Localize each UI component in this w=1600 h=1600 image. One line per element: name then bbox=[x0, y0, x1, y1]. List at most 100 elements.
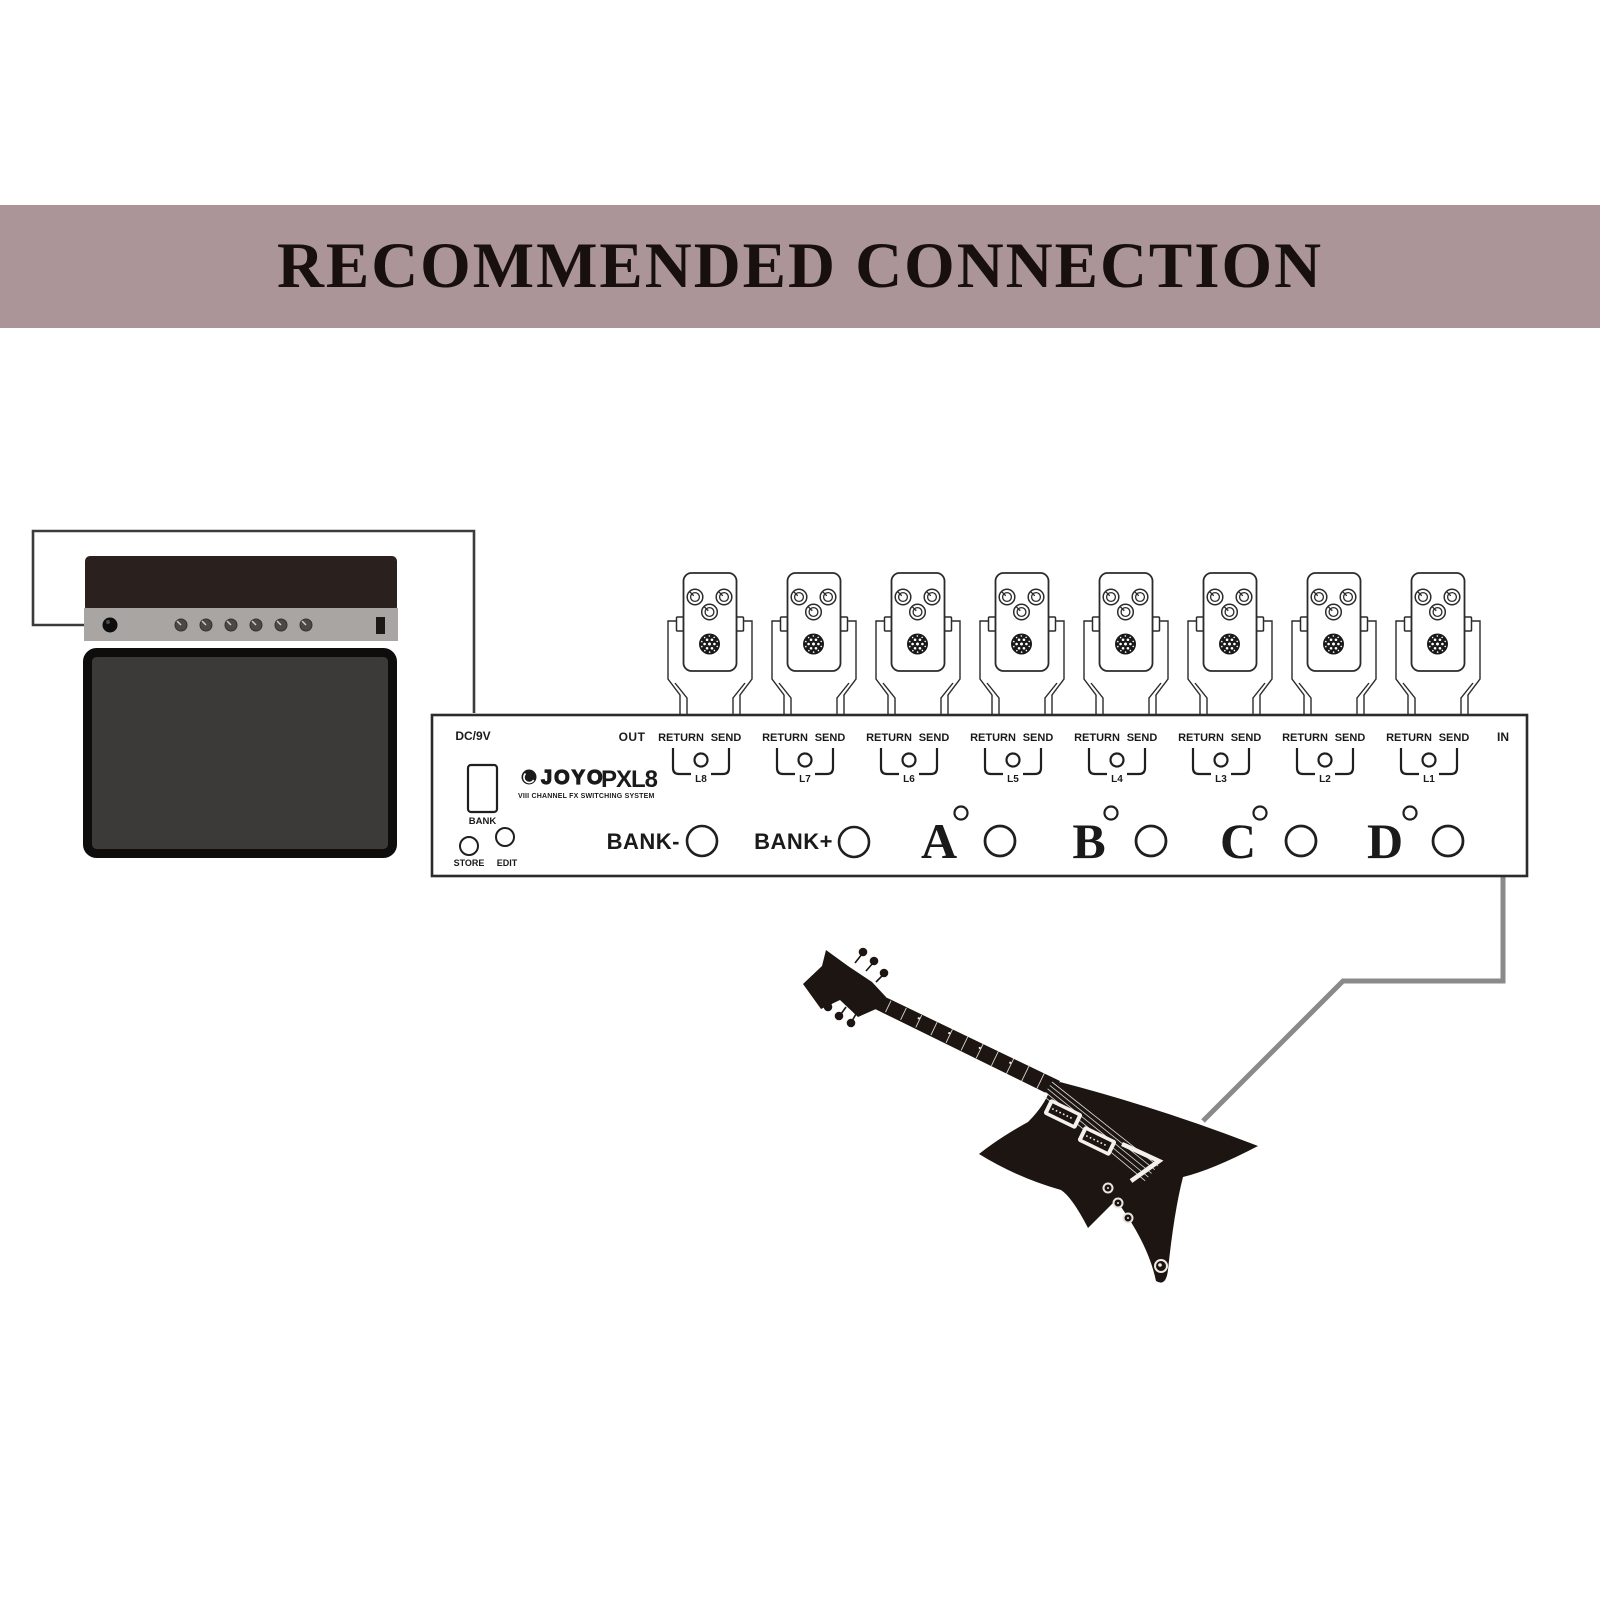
guitar-output-jack bbox=[1154, 1259, 1168, 1273]
guitar bbox=[803, 947, 1258, 1283]
guitar-fret bbox=[1006, 1057, 1015, 1074]
pedal-7 bbox=[1291, 572, 1377, 714]
return-label: RETURN bbox=[1282, 732, 1328, 744]
pedal-footswitch-dot bbox=[1028, 640, 1030, 643]
pedal-jack-left bbox=[987, 616, 997, 632]
channel-letter: D bbox=[1367, 813, 1403, 869]
pedal-footswitch-dot bbox=[1340, 645, 1343, 648]
pedal-knob-tick bbox=[689, 591, 695, 597]
pedal-knob-tick bbox=[1431, 606, 1437, 612]
pedal-leg-outer bbox=[1395, 620, 1412, 714]
pedal-leg-inner bbox=[778, 682, 792, 714]
pedal-footswitch-dot bbox=[1436, 651, 1439, 653]
pedal-knob-tick bbox=[703, 606, 709, 612]
return-label: RETURN bbox=[1386, 732, 1432, 744]
amplifier bbox=[83, 556, 398, 858]
pedal-footswitch-dot bbox=[1025, 636, 1027, 639]
pedal-jack-right bbox=[839, 616, 849, 632]
pedal-footswitch-dot bbox=[1223, 642, 1226, 646]
channel-a: A bbox=[921, 805, 1017, 869]
pedal-knob-inner bbox=[793, 591, 805, 603]
channel-led bbox=[1252, 805, 1268, 821]
pedal-jack-left bbox=[779, 616, 789, 632]
pedal-footswitch-dot bbox=[911, 636, 914, 639]
pedal-footswitch-dot bbox=[1132, 640, 1134, 643]
pedal-footswitch-dot bbox=[703, 636, 706, 639]
pedal-footswitch-dot bbox=[1431, 636, 1434, 639]
switcher-panel bbox=[430, 713, 1529, 878]
pedal-footswitch-dot bbox=[1012, 640, 1015, 643]
amp-input-jack bbox=[102, 617, 118, 633]
pedal-footswitch-dot bbox=[1332, 642, 1335, 646]
pedal-leg-outer bbox=[1291, 620, 1308, 714]
bank-display-label: BANK bbox=[469, 816, 497, 827]
pedal-footswitch-dot bbox=[1121, 646, 1125, 650]
pedal-footswitch-dot bbox=[1025, 649, 1028, 652]
pedal-footswitch-dot bbox=[1020, 635, 1023, 637]
pedal-knob-tick bbox=[1030, 591, 1036, 597]
model-text: PXL8 bbox=[601, 766, 658, 793]
pedal-knob-inner bbox=[1417, 591, 1429, 603]
bank-up-footswitch bbox=[837, 825, 871, 859]
pedal-footswitch-dot bbox=[1233, 642, 1236, 646]
loop-number-label: L5 bbox=[1007, 774, 1019, 785]
pedal-footswitch-dot bbox=[916, 635, 919, 637]
loop-jack bbox=[693, 752, 709, 768]
amp-control-panel bbox=[84, 608, 398, 641]
pedal-footswitch-dot bbox=[804, 640, 807, 643]
pedal-footswitch-dot bbox=[817, 649, 820, 652]
pedal-knob-inner bbox=[926, 591, 938, 603]
pedal-footswitch-dot bbox=[913, 646, 917, 650]
pedal-footswitch-dot bbox=[1228, 635, 1231, 637]
power-label: DC/9V bbox=[455, 729, 490, 743]
pedal-knob-tick bbox=[1134, 591, 1140, 597]
loop-bracket bbox=[983, 748, 1043, 776]
guitar-fret bbox=[975, 1043, 984, 1059]
loop-bracket bbox=[1191, 748, 1251, 776]
pedal-footswitch-dot bbox=[1432, 649, 1434, 652]
pedal-2 bbox=[771, 572, 857, 714]
loop-number-label: L7 bbox=[799, 774, 811, 785]
pedal-leg-outer bbox=[840, 620, 857, 714]
pedal-footswitch-dot bbox=[918, 646, 922, 650]
loop-jack bbox=[1109, 752, 1125, 768]
pedal-footswitch-dot bbox=[1337, 642, 1340, 646]
pedal-jack-left bbox=[1091, 616, 1101, 632]
pedal-footswitch-dot bbox=[1329, 646, 1333, 650]
pedal-leg-inner bbox=[1090, 682, 1104, 714]
pedal-leg-outer bbox=[1048, 620, 1065, 714]
pedal-footswitch-dot bbox=[1129, 642, 1132, 646]
in-label: IN bbox=[1497, 730, 1509, 744]
pedal-knob-tick bbox=[1342, 591, 1348, 597]
pedal-footswitch-dot bbox=[713, 636, 715, 639]
pedal-footswitch-dot bbox=[908, 640, 911, 643]
pedal-body bbox=[994, 572, 1050, 672]
pedal-footswitch-dot bbox=[1327, 636, 1330, 639]
pedal-footswitch-dot bbox=[1119, 636, 1122, 639]
pedal-footswitch-dot bbox=[1028, 645, 1031, 648]
loop-bracket bbox=[1087, 748, 1147, 776]
pedal-leg-inner bbox=[1402, 682, 1416, 714]
pedal-body bbox=[1202, 572, 1258, 672]
channel-led bbox=[1103, 805, 1119, 821]
guitar-fret bbox=[915, 1014, 923, 1028]
pedals bbox=[667, 572, 1481, 714]
pedal-footswitch-dot bbox=[924, 640, 926, 643]
pedal-knob-tick bbox=[1119, 606, 1125, 612]
guitar-tuners bbox=[823, 947, 889, 1028]
amp-cabinet bbox=[83, 648, 397, 858]
pedal-footswitch-dot bbox=[814, 638, 818, 642]
pedal-jack-left bbox=[883, 616, 893, 632]
return-label: RETURN bbox=[866, 732, 912, 744]
loop-number-label: L3 bbox=[1215, 774, 1227, 785]
pedal-leg-inner bbox=[1460, 682, 1474, 714]
guitar-fret-dot bbox=[917, 1017, 920, 1020]
pedal-4 bbox=[979, 572, 1065, 714]
channel-b: B bbox=[1072, 805, 1168, 869]
return-label: RETURN bbox=[1178, 732, 1224, 744]
guitar-fret-dot bbox=[978, 1046, 981, 1050]
pedal-footswitch-dot bbox=[817, 642, 820, 646]
pedal-footswitch-dot bbox=[916, 642, 919, 646]
pedal-footswitch-dot bbox=[924, 645, 927, 648]
